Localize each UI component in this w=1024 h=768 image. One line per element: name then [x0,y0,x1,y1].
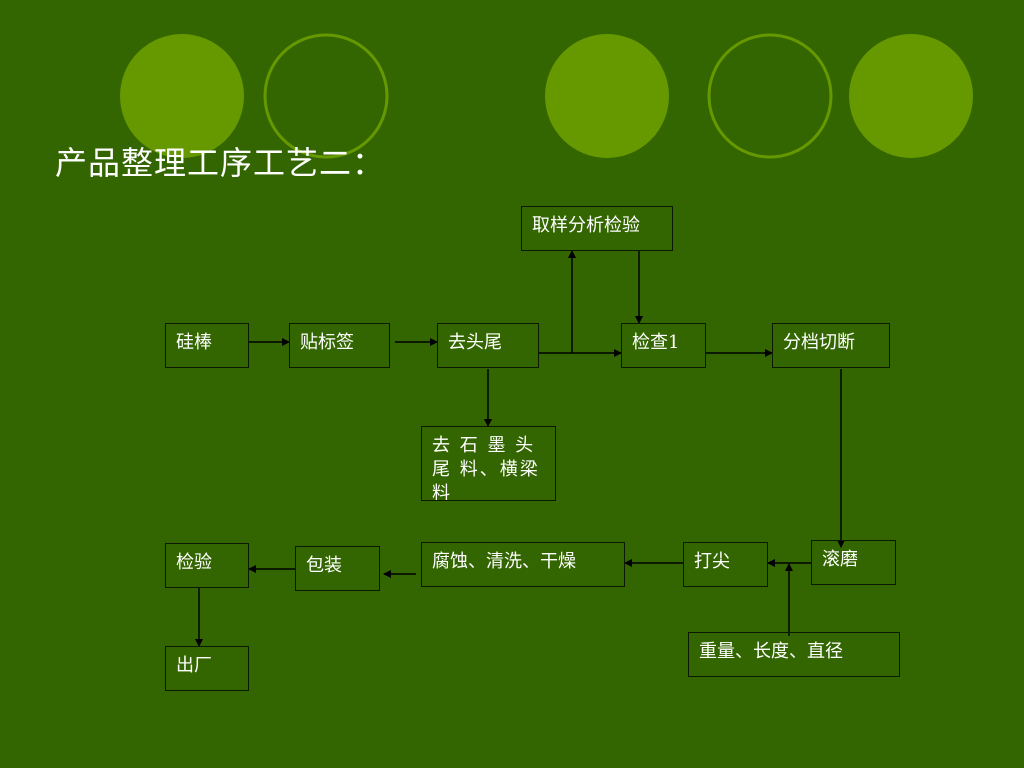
node-tip: 打尖 [683,542,768,587]
node-silicon-rod: 硅棒 [165,323,249,368]
filled-circle-3 [849,34,973,158]
node-check1: 检查1 [621,323,706,368]
node-remove-head-tail: 去头尾 [437,323,539,368]
node-grade-cut: 分档切断 [772,323,890,368]
node-graphite-scrap: 去 石 墨 头 尾 料、横梁料 [421,426,556,501]
node-pack: 包装 [295,546,380,591]
filled-circle-2 [545,34,669,158]
slide-title: 产品整理工序工艺二： [55,144,386,182]
outline-circle-2 [707,33,833,159]
outline-circle-1 [263,33,389,159]
node-etch-clean-dry: 腐蚀、清洗、干燥 [421,542,625,587]
node-rolling: 滚磨 [811,540,896,585]
node-inspect: 检验 [165,543,249,588]
node-sampling: 取样分析检验 [521,206,673,251]
node-label: 贴标签 [289,323,390,368]
filled-circle-1 [120,34,244,158]
node-ship: 出厂 [165,646,249,691]
node-weight-length-diameter: 重量、长度、直径 [688,632,900,677]
